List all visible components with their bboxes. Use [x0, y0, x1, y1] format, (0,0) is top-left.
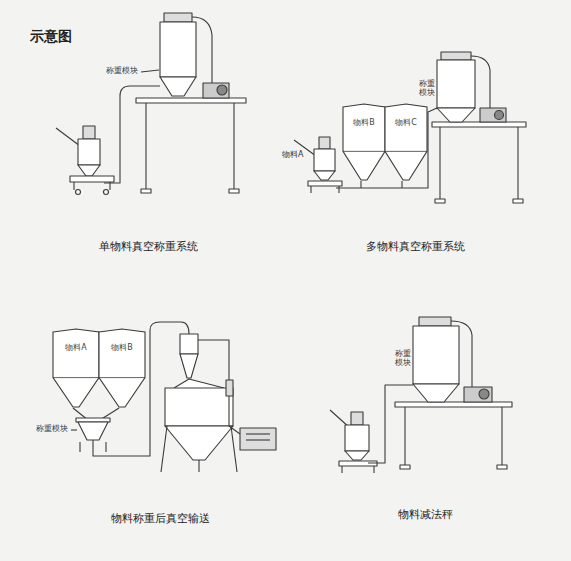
silo-label: 物料C — [384, 103, 428, 128]
silo-label: 物料A — [52, 328, 100, 353]
part-label: 称重模块 — [106, 66, 138, 75]
silo-shape — [343, 104, 385, 180]
multi-system — [294, 52, 526, 203]
silo-shape — [53, 329, 99, 407]
sub-caption: 物料减法秤 — [325, 509, 525, 522]
part-label: 称重模块 — [395, 350, 411, 368]
weigh-convey-system — [71, 322, 276, 472]
silo-outline — [342, 103, 386, 181]
material-silo: 物料C — [384, 103, 428, 181]
silo-outline — [52, 328, 100, 408]
loss-in-weight-system — [330, 317, 512, 473]
silo-shape — [99, 329, 145, 407]
part-label: 物料A — [282, 150, 303, 159]
sub-caption: 物料称重后真空输送 — [60, 513, 260, 526]
silo-seam — [53, 377, 99, 378]
material-silo: 物料B — [98, 328, 146, 408]
silo-shape — [385, 104, 427, 180]
sub-caption: 单物料真空称重系统 — [48, 241, 248, 254]
part-label: 称重模块 — [36, 424, 68, 433]
sub-caption: 多物料真空称重系统 — [315, 241, 515, 254]
single-system — [56, 13, 246, 195]
diagram-title: 示意图 — [30, 28, 72, 44]
part-label: 称重模块 — [419, 80, 435, 98]
material-silo: 物料A — [52, 328, 100, 408]
silo-label: 物料B — [342, 103, 386, 128]
silo-outline — [98, 328, 146, 408]
silo-outline — [384, 103, 428, 181]
silo-seam — [343, 151, 385, 152]
silo-seam — [99, 377, 145, 378]
silo-label: 物料B — [98, 328, 146, 353]
material-silo: 物料B — [342, 103, 386, 181]
silo-seam — [385, 151, 427, 152]
